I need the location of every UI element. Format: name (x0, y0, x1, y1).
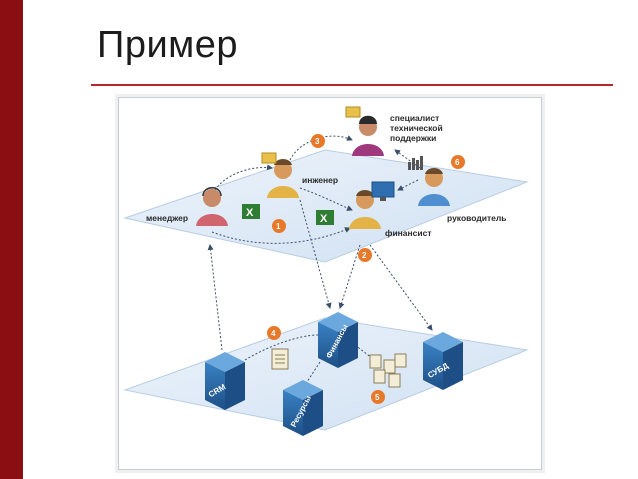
financier-label: финансист (385, 228, 432, 238)
folder-icon (261, 152, 277, 164)
bar-chart-icon (408, 156, 423, 170)
documents-icon (369, 353, 407, 388)
flow-engineer-finance (299, 199, 332, 309)
finance-server-icon: Финансы (318, 312, 358, 368)
flow-head-support (394, 149, 421, 169)
document-icon (271, 348, 289, 370)
svg-text:1: 1 (276, 222, 281, 231)
manager-label: менеджер (146, 213, 188, 223)
engineer-avatar (267, 159, 299, 198)
flow-engineer-financier (299, 187, 353, 211)
resources-server-icon: Ресурсы (283, 380, 323, 436)
step-badge-6: 6 (451, 155, 465, 169)
support-specialist-avatar (352, 115, 384, 156)
left-accent-bar (0, 0, 23, 479)
svg-text:3: 3 (315, 137, 320, 146)
flow-manager-engineer (214, 164, 273, 191)
financier-avatar (349, 190, 381, 229)
flow-finance-docs (354, 344, 373, 359)
support-label-line2: технической (390, 123, 443, 133)
title-underline (91, 84, 613, 86)
svg-text:4: 4 (271, 329, 276, 338)
support-label-line1: специалист (390, 113, 439, 123)
flow-manager-financier (211, 227, 351, 244)
engineer-label: инженер (302, 175, 338, 185)
svg-text:X: X (246, 207, 254, 219)
step-badge-4: 4 (267, 326, 281, 340)
svg-text:2: 2 (362, 251, 367, 260)
monitor-icon (371, 181, 395, 201)
svg-text:X: X (320, 213, 328, 225)
slide-title: Пример (97, 24, 239, 66)
step-badge-5: 5 (371, 390, 385, 404)
step-badge-3: 3 (311, 134, 325, 148)
folder-icon (345, 106, 361, 118)
dbms-server-icon: СУБД (423, 332, 463, 390)
step-badge-1: 1 (272, 219, 286, 233)
svg-text:6: 6 (455, 158, 460, 167)
user-layer-plane (123, 149, 529, 263)
flow-financier-dbms (369, 244, 433, 331)
head-label: руководитель (447, 213, 506, 223)
flow-crm-manager (207, 244, 223, 351)
excel-file-icon: X (316, 210, 334, 225)
excel-file-icon: X (242, 204, 260, 219)
step-badge-2: 2 (358, 248, 372, 262)
flow-financier-finance (338, 244, 361, 309)
flow-crm-finance (244, 334, 319, 361)
flow-engineer-support (289, 135, 353, 161)
support-label-line3: поддержки (390, 133, 436, 143)
flow-finance-resources (304, 361, 321, 386)
crm-server-icon: CRM (205, 352, 245, 410)
svg-text:5: 5 (375, 393, 380, 402)
manager-avatar (196, 187, 228, 226)
head-avatar (418, 168, 450, 206)
